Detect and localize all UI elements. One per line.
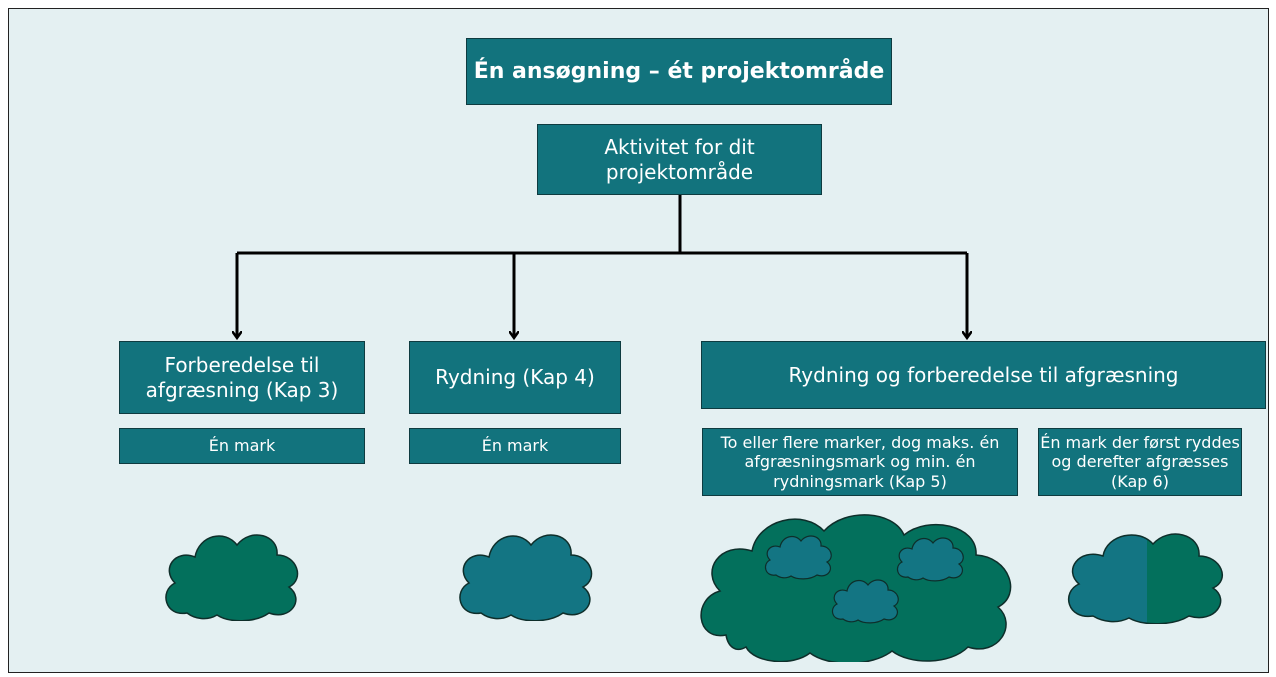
activity-box: Aktivitet for dit projektområde [537,124,822,195]
clear-sub-text: Én mark [481,436,549,455]
prep-sub-box: Én mark [119,428,365,464]
combo-box: Rydning og forberedelse til afgræsning [701,341,1266,409]
cloud-prep-icon [165,534,299,621]
cloud-combo-kap5-icon [700,514,1012,662]
cloud-combo-kap6-icon [1067,533,1224,624]
combo-kap5-sub-text: To eller flere marker, dog maks. én afgr… [720,433,1000,491]
combo-text: Rydning og forberedelse til afgræsning [788,362,1179,387]
diagram-canvas: Én ansøgning – ét projektområde Aktivite… [8,8,1269,673]
connector-lines [9,195,1270,674]
clear-text: Rydning (Kap 4) [435,365,595,389]
title-text: Én ansøgning – ét projektområde [473,58,885,84]
clear-box: Rydning (Kap 4) [409,341,621,414]
prep-text: Forberedelse til afgræsning (Kap 3) [145,352,339,402]
prep-sub-text: Én mark [208,436,276,455]
clear-sub-box: Én mark [409,428,621,464]
subcloud-bottom [831,579,899,624]
combo-kap6-sub-text: Én mark der først ryddes og derefter afg… [1040,433,1240,491]
activity-text: Aktivitet for dit projektområde [604,134,755,184]
cloud-clear-icon [459,534,593,621]
subcloud-left [764,535,832,580]
title-box: Én ansøgning – ét projektområde [466,38,892,105]
combo-kap6-sub-box: Én mark der først ryddes og derefter afg… [1038,428,1242,496]
prep-box: Forberedelse til afgræsning (Kap 3) [119,341,365,414]
subcloud-right [896,537,964,582]
combo-kap5-sub-box: To eller flere marker, dog maks. én afgr… [702,428,1018,496]
